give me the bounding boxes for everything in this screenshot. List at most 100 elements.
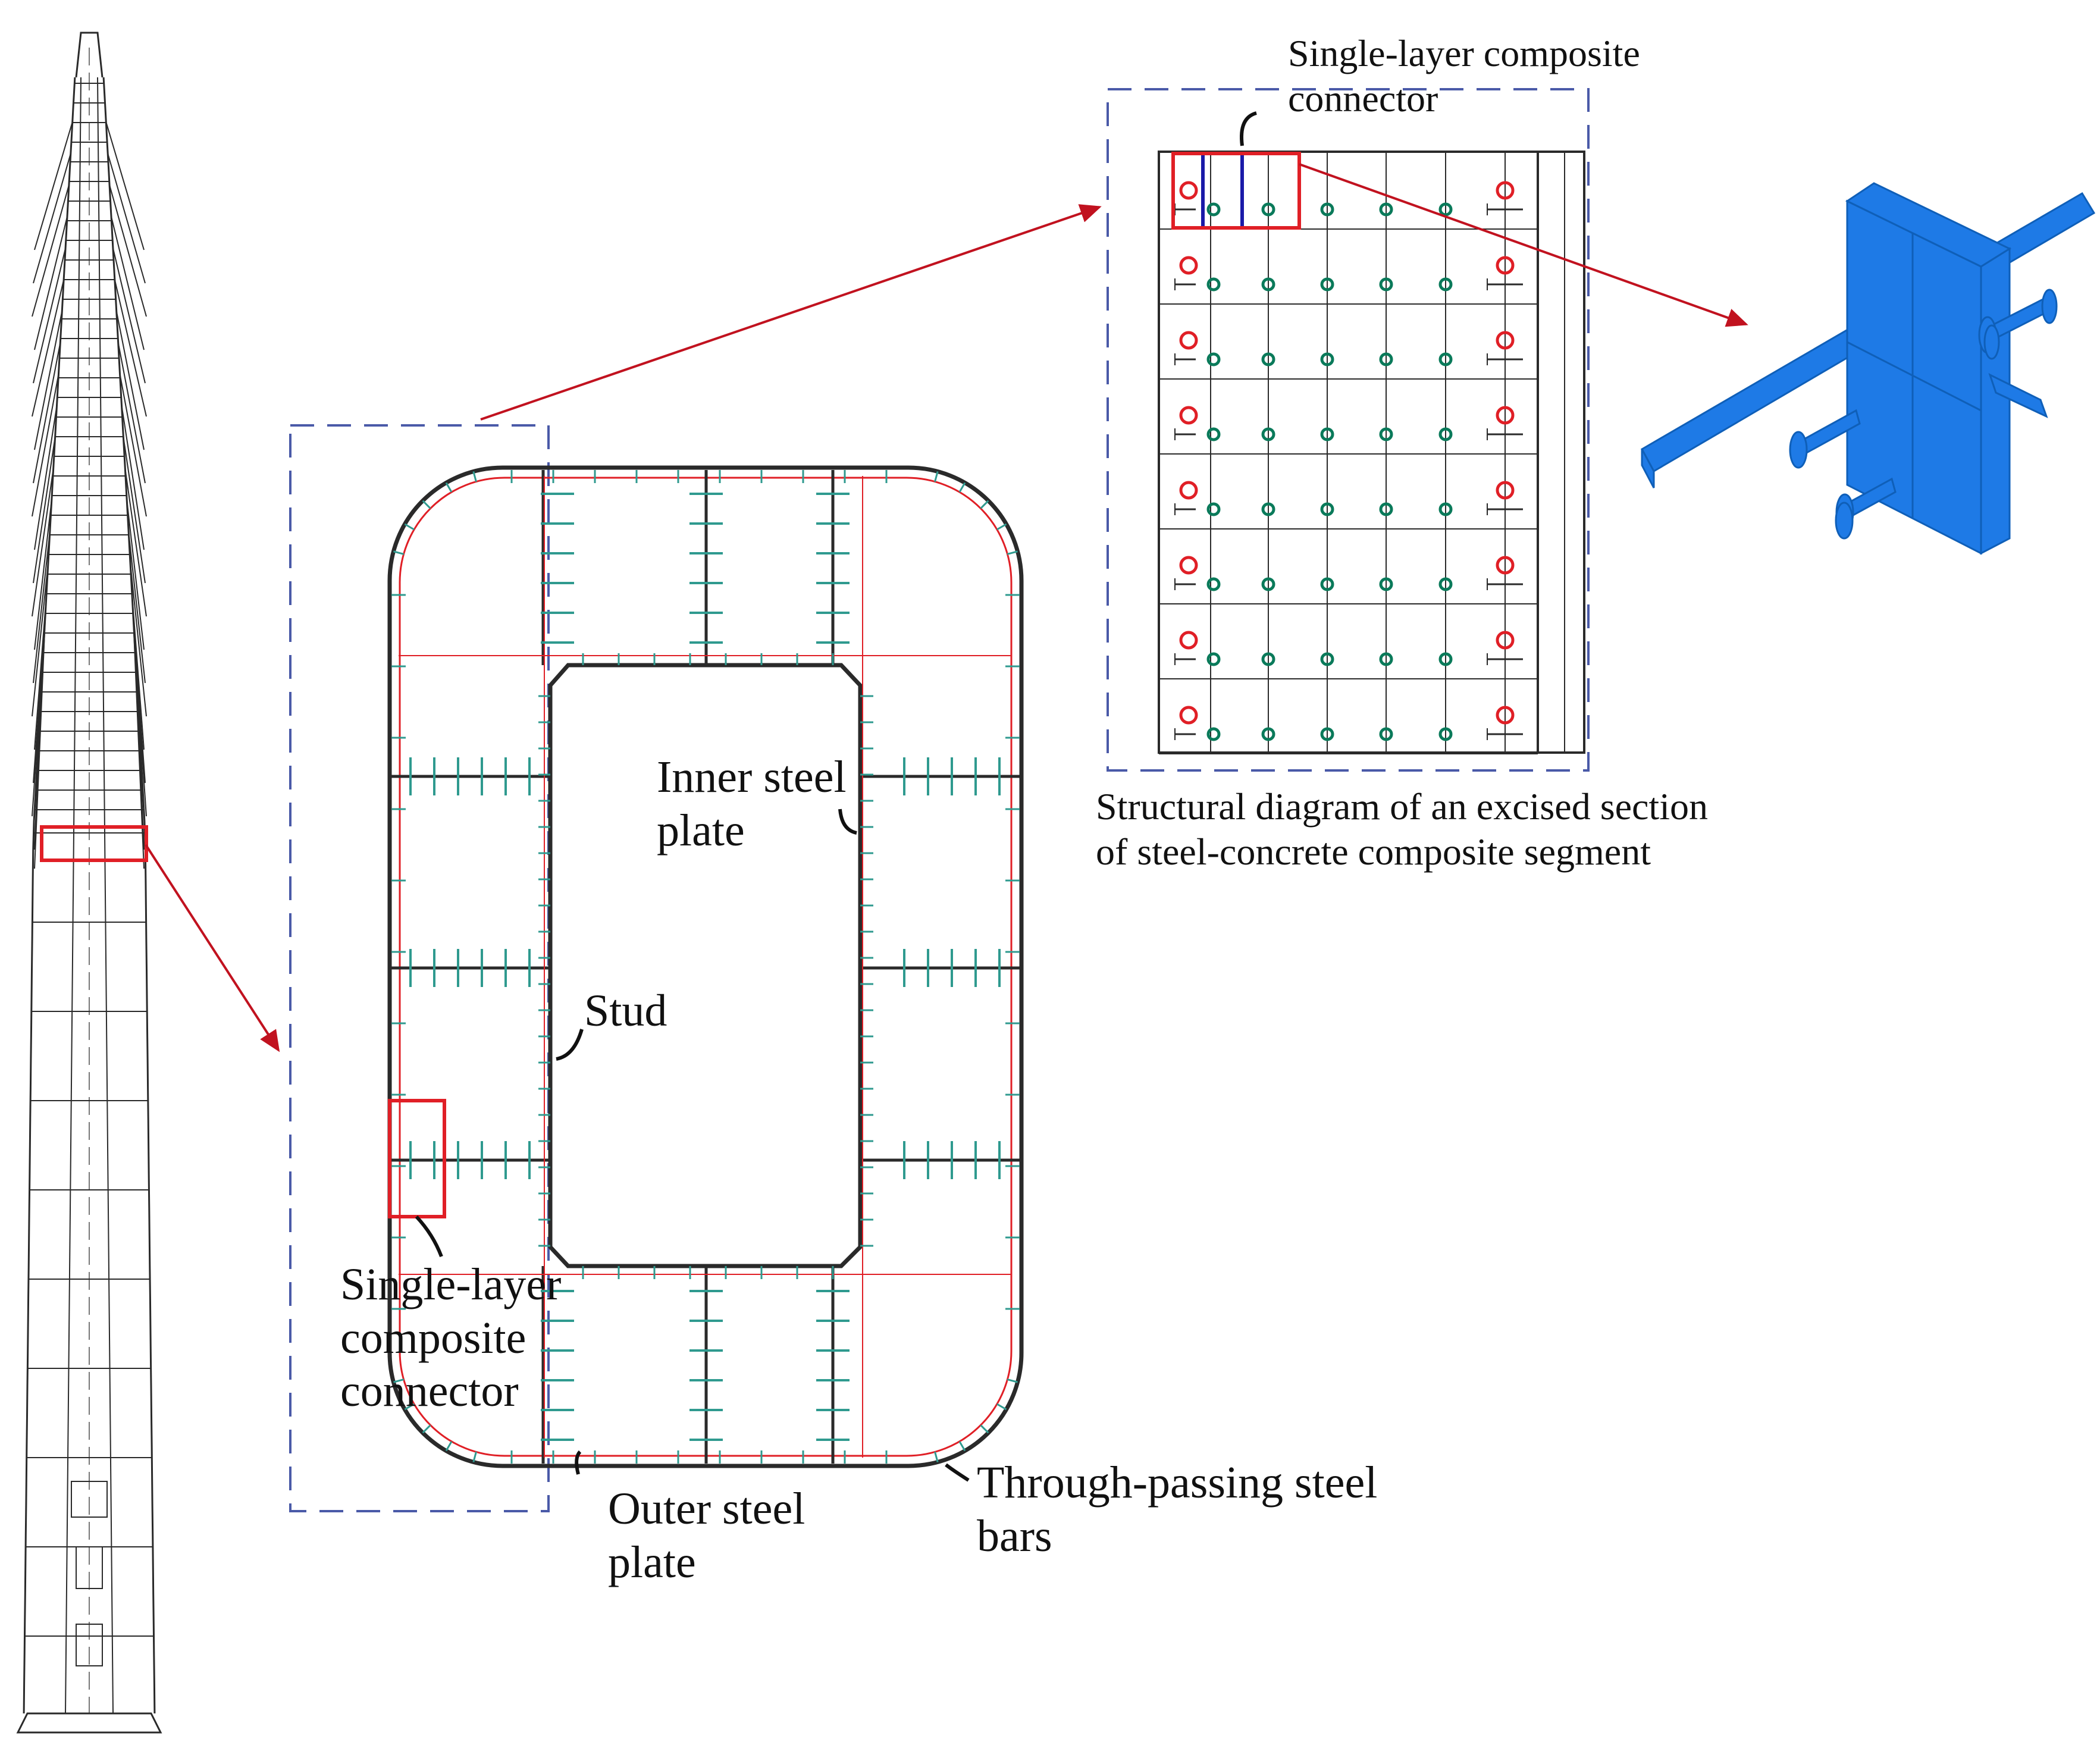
leader-single-layer-connector-left — [415, 1215, 443, 1258]
stay-cable — [32, 563, 49, 717]
stud-ring-marker — [1438, 727, 1453, 741]
stay-cable — [34, 689, 42, 850]
stay-cable — [111, 216, 145, 350]
stay-cable — [33, 531, 51, 684]
stay-cable — [32, 657, 44, 817]
stud-ring-marker — [1320, 427, 1334, 441]
bar-hole-marker — [1179, 331, 1198, 350]
stud — [422, 500, 431, 509]
stud-head — [1789, 431, 1808, 469]
bar-hole-marker — [1496, 481, 1515, 500]
stud-ring-marker — [1379, 352, 1393, 366]
leader-outer-steel-plate — [575, 1450, 582, 1475]
stay-cable — [32, 374, 59, 517]
stay-cable — [33, 247, 67, 384]
stud-ring-marker — [1438, 502, 1453, 516]
stud-ring-marker — [1206, 727, 1221, 741]
leader-inner-steel-plate — [838, 809, 857, 835]
bar-hole-marker — [1179, 481, 1198, 500]
tower-inner-line — [65, 77, 82, 1714]
stud-head — [2041, 289, 2058, 324]
stud — [934, 471, 939, 482]
stud — [445, 1441, 453, 1452]
stud-ring-marker — [1320, 727, 1334, 741]
stud — [404, 523, 415, 531]
tower-base-block — [76, 1546, 103, 1589]
stud — [958, 1441, 966, 1452]
bar-hole-marker — [1496, 631, 1515, 650]
stay-cable — [32, 184, 70, 317]
label-stud: Stud — [584, 986, 667, 1036]
caption-excised-section: Structural diagram of an excised section… — [1096, 785, 1708, 873]
stud-ring-marker — [1261, 577, 1275, 591]
stay-cable — [33, 342, 61, 484]
stud-ring-marker — [1438, 577, 1453, 591]
stay-cable — [34, 405, 58, 550]
stud-ring-marker — [1379, 277, 1393, 292]
stud-ring-marker — [1261, 352, 1275, 366]
stay-cable — [128, 531, 146, 684]
callout-arrow-section-to-detail — [480, 204, 1102, 421]
stay-cable — [124, 468, 147, 617]
bar-hole-marker — [1496, 181, 1515, 200]
stay-cable — [107, 153, 146, 284]
stud — [980, 500, 989, 509]
leader-stud — [556, 1029, 584, 1061]
stud — [934, 1451, 939, 1462]
stay-cable — [114, 279, 147, 417]
stud — [472, 1451, 477, 1462]
detail-dashed-frame — [1107, 88, 1590, 772]
stud-3d — [1988, 373, 2048, 418]
bar-hole-marker — [1179, 406, 1198, 425]
stay-cable — [34, 216, 68, 350]
bar-hole-marker — [1179, 256, 1198, 275]
callout-arrows — [145, 111, 1748, 1482]
stud-ring-marker — [1379, 577, 1393, 591]
excised-section-grid — [1107, 88, 1590, 772]
stay-cable — [33, 437, 56, 584]
stud-ring-marker — [1379, 652, 1393, 666]
stay-cable — [134, 657, 147, 817]
stud — [958, 482, 966, 493]
stud-ring-marker — [1261, 202, 1275, 217]
callout-arrow-tower-to-section — [145, 844, 280, 1052]
stud — [445, 482, 453, 493]
stud — [1007, 1378, 1018, 1383]
stud-ring-marker — [1206, 427, 1221, 441]
tower-right-edge — [102, 77, 156, 1714]
stud — [422, 1424, 431, 1434]
stay-cable — [133, 626, 146, 784]
stud — [404, 1403, 415, 1411]
stay-cable — [34, 612, 46, 869]
stud-ring-marker — [1438, 202, 1453, 217]
stay-cable — [115, 311, 145, 450]
cross-section-drawing — [289, 424, 1024, 1512]
stud-head — [1835, 502, 1854, 540]
bar-hole-marker — [1179, 706, 1198, 725]
stay-cable — [121, 405, 145, 550]
tower-footing — [16, 1712, 162, 1734]
bar-hole-marker — [1496, 406, 1515, 425]
tower-left-edge — [23, 77, 76, 1714]
tower-base-block — [76, 1624, 103, 1666]
stud-ring-marker — [1379, 202, 1393, 217]
detail-plate-outline — [1158, 151, 1585, 754]
bar-hole-marker — [1179, 556, 1198, 575]
leader-through-passing-steel-bars — [945, 1463, 970, 1482]
stay-cable — [33, 626, 46, 784]
stud-ring-marker — [1206, 277, 1221, 292]
stud-ring-marker — [1438, 352, 1453, 366]
bar-hole-marker — [1496, 556, 1515, 575]
stud-ring-marker — [1320, 502, 1334, 516]
section-dashed-frame — [289, 424, 550, 1512]
stud-ring-marker — [1320, 202, 1334, 217]
stud-ring-marker — [1320, 277, 1334, 292]
through-bar-end — [1641, 449, 1655, 488]
stay-cable — [136, 689, 145, 850]
stud — [472, 471, 477, 482]
